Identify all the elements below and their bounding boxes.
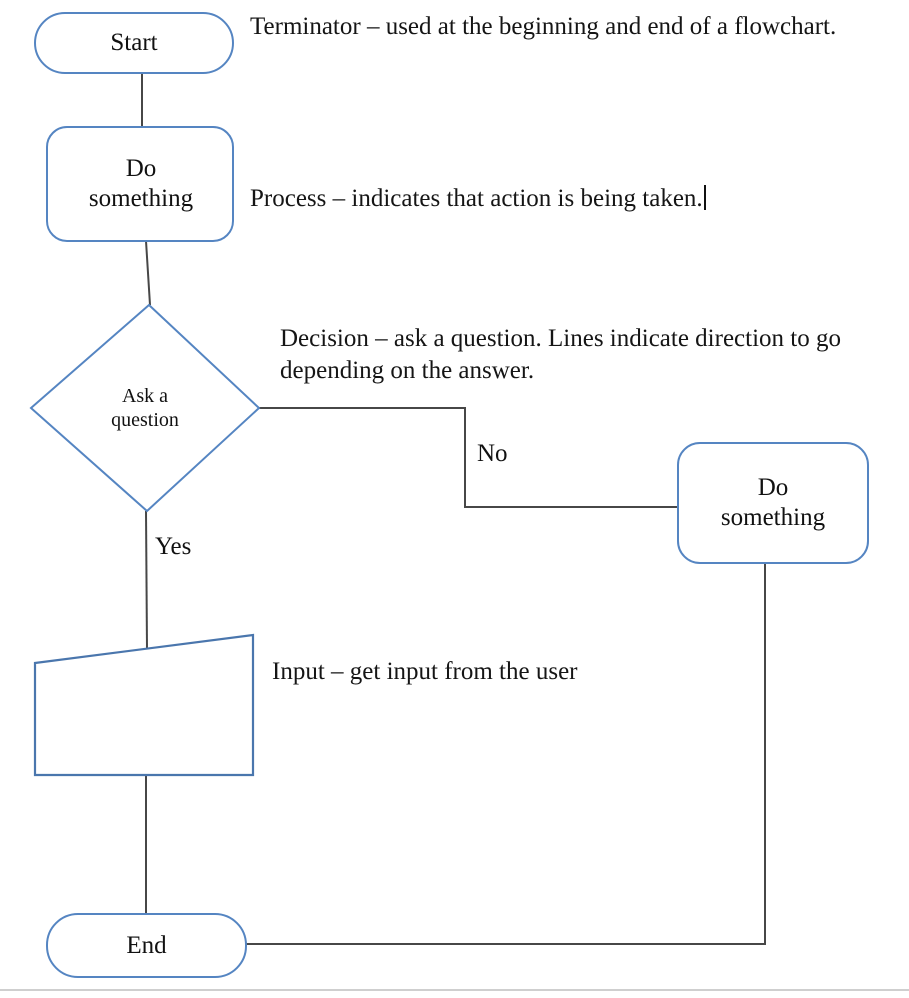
text-caret <box>703 185 706 210</box>
process-right-shape[interactable] <box>677 442 869 564</box>
process-right-label: Do something <box>720 474 826 531</box>
decision-label: Ask a question <box>111 385 179 431</box>
decision-description[interactable]: Decision – ask a question. Lines indicat… <box>280 325 841 384</box>
start-terminator-shape[interactable] <box>34 12 234 74</box>
start-label: Start <box>110 29 158 56</box>
process-top-shape[interactable] <box>46 126 234 242</box>
process-top-label: Do something <box>88 155 194 212</box>
connector-process-right-to-end[interactable] <box>246 563 766 945</box>
process-description-text: Process – indicates that action is being… <box>250 185 703 212</box>
terminator-description[interactable]: Terminator – used at the beginning and e… <box>250 13 837 40</box>
connector-yes-branch[interactable] <box>145 510 148 650</box>
window-bottom-border <box>0 989 909 991</box>
connector-process-to-decision[interactable] <box>145 240 151 306</box>
decision-diamond-shape[interactable] <box>29 303 261 513</box>
end-terminator-shape[interactable] <box>46 913 247 978</box>
input-description[interactable]: Input – get input from the user <box>272 658 578 685</box>
no-branch-label[interactable]: No <box>477 440 508 467</box>
yes-branch-label[interactable]: Yes <box>155 533 192 560</box>
end-label: End <box>126 931 167 959</box>
connector-no-branch[interactable] <box>259 407 678 508</box>
input-shape[interactable] <box>33 633 255 777</box>
process-description[interactable]: Process – indicates that action is being… <box>250 183 860 215</box>
